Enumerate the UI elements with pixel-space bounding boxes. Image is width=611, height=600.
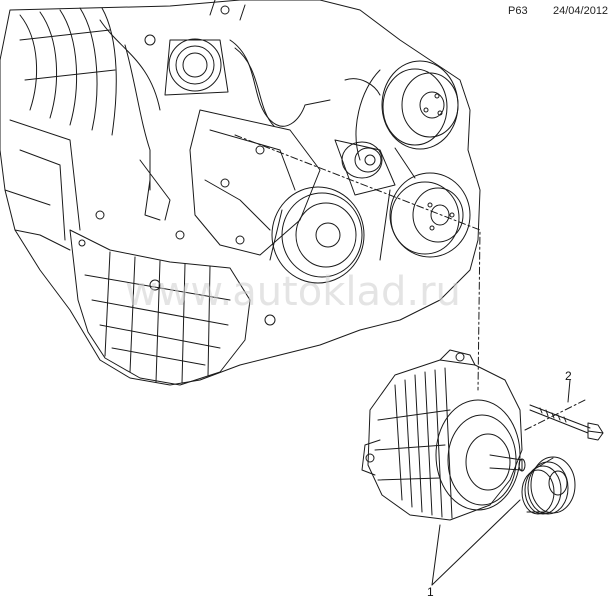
- page-date: 24/04/2012: [553, 5, 609, 17]
- mounting-bolt: [529, 404, 604, 441]
- callout-2: 2: [565, 369, 572, 383]
- callout-1: 1: [427, 585, 434, 599]
- alternator-pulley: [521, 456, 576, 515]
- watermark: www.autoklad.ru: [125, 269, 461, 315]
- engine-block: [0, 0, 481, 386]
- alternator: [361, 349, 526, 521]
- page-code: P63: [508, 5, 528, 17]
